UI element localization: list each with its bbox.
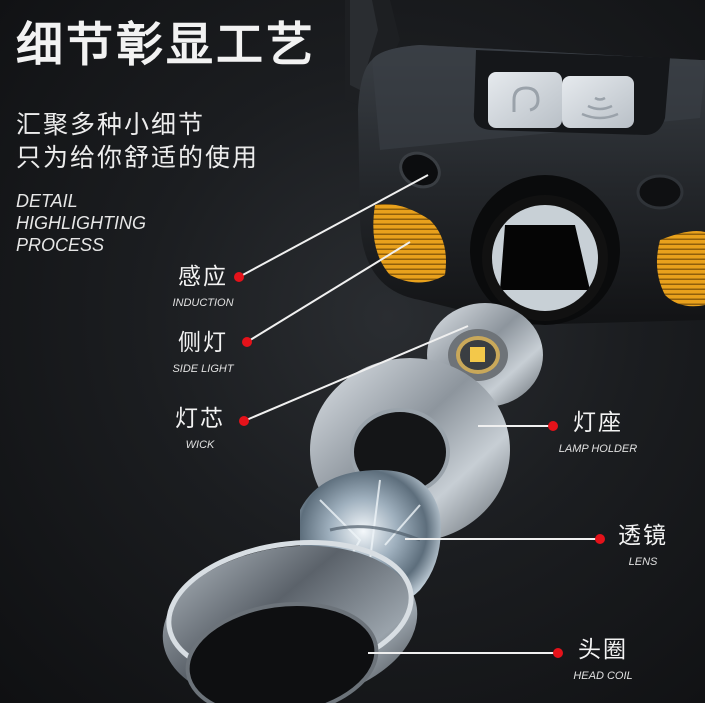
callout-dot-lamp-holder <box>548 421 558 431</box>
callout-side-light-en: SIDE LIGHT <box>172 363 234 375</box>
callout-side-light: 侧灯 SIDE LIGHT <box>168 329 238 376</box>
english-line-1: DETAIL <box>16 191 78 211</box>
english-line-3: PROCESS <box>16 235 105 255</box>
callout-dot-induction <box>234 272 244 282</box>
callout-wick-cn: 灯芯 <box>175 406 225 432</box>
power-button <box>488 72 562 128</box>
callout-head-coil: 头圈 HEAD COIL <box>568 636 638 683</box>
callout-head-coil-cn: 头圈 <box>578 637 628 663</box>
callout-induction-en: INDUCTION <box>172 297 234 309</box>
page-title: 细节彰显工艺 <box>16 18 316 73</box>
callout-lens-cn: 透镜 <box>618 523 668 549</box>
english-line-2: HIGHLIGHTING <box>16 213 147 233</box>
callout-side-light-cn: 侧灯 <box>178 330 228 356</box>
callout-dot-wick <box>239 416 249 426</box>
callout-lamp-holder-cn: 灯座 <box>573 410 623 436</box>
led-chip <box>470 347 485 362</box>
callout-induction: 感应 INDUCTION <box>168 263 238 310</box>
callout-lamp-holder: 灯座 LAMP HOLDER <box>555 409 641 456</box>
callout-lens: 透镜 LENS <box>609 522 677 569</box>
callout-dot-lens <box>595 534 605 544</box>
english-title: DETAIL HIGHLIGHTING PROCESS <box>16 190 146 256</box>
callout-lens-en: LENS <box>628 556 658 568</box>
subtitle-line-2: 只为给你舒适的使用 <box>16 143 260 172</box>
callout-head-coil-en: HEAD COIL <box>573 670 633 682</box>
callout-induction-cn: 感应 <box>178 264 228 290</box>
callout-wick-en: WICK <box>185 439 215 451</box>
subtitle: 汇聚多种小细节 只为给你舒适的使用 <box>16 108 259 174</box>
callout-wick: 灯芯 WICK <box>165 405 235 452</box>
subtitle-line-1: 汇聚多种小细节 <box>16 110 206 139</box>
callout-lamp-holder-en: LAMP HOLDER <box>558 443 638 455</box>
callout-dot-head-coil <box>553 648 563 658</box>
callout-dot-side-light <box>242 337 252 347</box>
